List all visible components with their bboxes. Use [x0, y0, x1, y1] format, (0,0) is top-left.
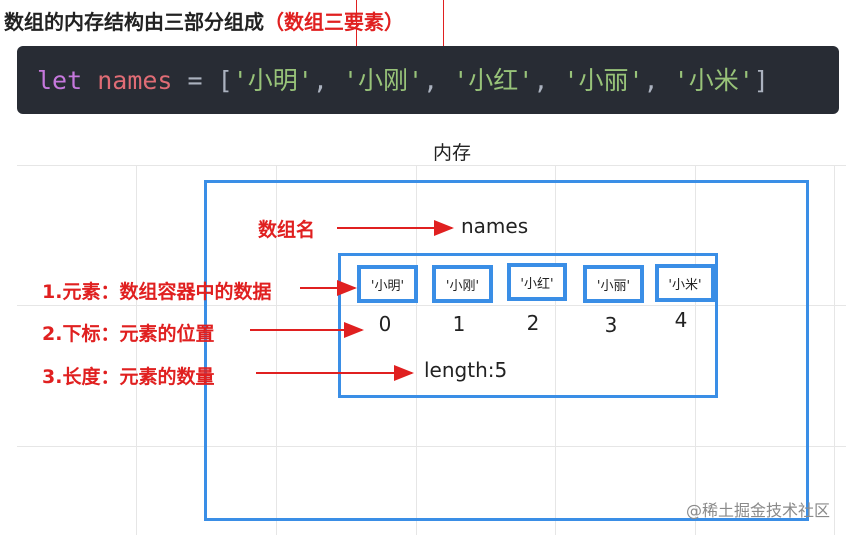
array-index: 3: [604, 313, 618, 337]
code-separator: ,: [643, 66, 659, 95]
heading-highlight: （数组三要素）: [264, 10, 404, 34]
grid-line: [834, 165, 835, 535]
memory-title: 内存: [433, 142, 472, 164]
code-item: '小明': [232, 66, 313, 95]
grid-line: [416, 165, 417, 535]
grid-line: [17, 165, 846, 166]
code-block: let names = ['小明', '小刚', '小红', '小丽', '小米…: [17, 46, 839, 114]
label-element: 1.元素：数组容器中的数据: [42, 281, 272, 303]
label-array-name: 数组名: [258, 219, 316, 241]
code-separator: ,: [533, 66, 549, 95]
code-item: '小刚': [342, 66, 424, 95]
code-item: '小丽': [563, 66, 644, 95]
code-operator: =: [187, 66, 203, 95]
code-item: '小红': [453, 66, 534, 95]
grid-line: [136, 165, 137, 535]
heading-marker-right: [443, 0, 444, 46]
array-cell: '小红': [507, 263, 567, 301]
code-item: '小米': [673, 66, 754, 95]
array-cell: '小丽': [583, 265, 644, 303]
label-length: 3.长度：元素的数量: [42, 366, 215, 388]
array-index: 2: [526, 311, 540, 335]
code-keyword: let: [37, 66, 83, 95]
grid-line: [695, 165, 696, 535]
grid-line: [17, 305, 846, 306]
label-index: 2.下标：元素的位置: [42, 323, 215, 345]
code-separator: ,: [312, 66, 328, 95]
grid-line: [17, 446, 846, 447]
array-cell: '小明': [357, 265, 418, 303]
array-box: [338, 253, 718, 398]
memory-box: [204, 180, 809, 521]
code-separator: ,: [423, 66, 439, 95]
array-index: 1: [452, 312, 466, 336]
array-length: length:5: [424, 358, 508, 382]
grid-line: [276, 165, 277, 535]
code-open-bracket: [: [217, 66, 233, 95]
watermark: @稀土掘金技术社区: [685, 501, 830, 520]
code-close-bracket: ]: [753, 66, 769, 95]
array-index: 0: [378, 312, 392, 336]
array-cell: '小刚': [432, 265, 493, 303]
grid-line: [555, 165, 556, 535]
array-name: names: [461, 214, 529, 238]
heading-text: 数组的内存结构由三部分组成: [4, 10, 264, 34]
array-index: 4: [674, 308, 688, 332]
diagram-heading: 数组的内存结构由三部分组成（数组三要素）: [4, 6, 404, 35]
heading-marker-left: [356, 0, 357, 46]
code-variable: names: [97, 66, 173, 95]
array-cell: '小米': [655, 264, 715, 302]
